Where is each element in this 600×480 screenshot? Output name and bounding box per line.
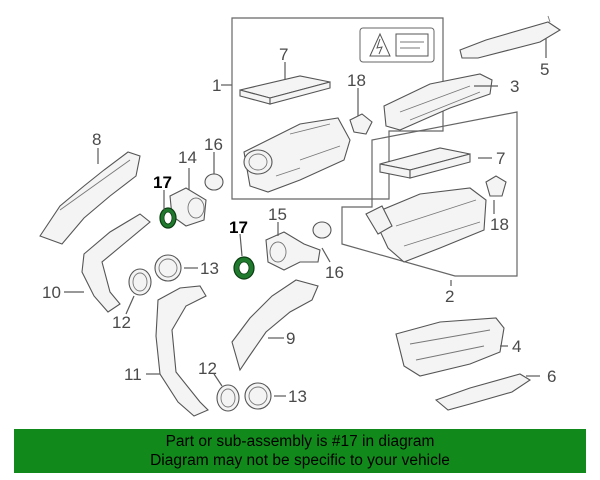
- callout-12-lower: 12: [198, 359, 217, 378]
- assembly-box-1: [231, 17, 444, 200]
- callout-13-upper: 13: [200, 259, 219, 278]
- callout-10: 10: [42, 283, 61, 302]
- callout-16-lower: 16: [325, 263, 344, 282]
- mass-air-flow-sensor-part-15: [265, 231, 321, 271]
- callout-11: 11: [124, 365, 142, 384]
- air-cleaner-housing-part-2: [365, 187, 487, 263]
- banner-line-1: Part or sub-assembly is #17 in diagram: [165, 433, 435, 450]
- duct-part-8: [39, 151, 141, 245]
- callout-6: 6: [547, 367, 556, 386]
- callout-7-lower: 7: [496, 149, 505, 168]
- assembly-box-2: [341, 111, 518, 277]
- lower-shield-part-6: [434, 373, 532, 411]
- callout-2: 2: [445, 287, 454, 306]
- clamp-part-12-lower: [216, 384, 240, 412]
- callout-3: 3: [510, 77, 519, 96]
- info-banner: Part or sub-assembly is #17 in diagram D…: [14, 429, 586, 473]
- callout-4: 4: [512, 337, 521, 356]
- callout-12-upper: 12: [112, 313, 131, 332]
- callout-18-lower: 18: [490, 215, 509, 234]
- hose-part-11: [155, 285, 209, 417]
- intake-shroud-part-4: [395, 317, 505, 377]
- mass-air-flow-sensor-part-14: [169, 187, 207, 227]
- leader-lines: [64, 38, 547, 397]
- callout-9: 9: [286, 329, 295, 348]
- callout-8: 8: [92, 130, 101, 149]
- callout-17-upper: 17: [153, 173, 172, 192]
- callout-7-upper: 7: [279, 45, 288, 64]
- clamp-part-12-upper: [128, 268, 152, 296]
- warning-label-icon: [359, 27, 435, 63]
- air-filter-part-7-lower: [379, 147, 471, 179]
- clamp-part-16-upper: [204, 173, 224, 191]
- callout-1: 1: [212, 76, 221, 95]
- banner-line-2: Diagram may not be specific to your vehi…: [150, 452, 450, 469]
- seal-part-17-highlight-lower: [233, 256, 255, 280]
- sensor-part-18-lower: [485, 175, 507, 197]
- hose-part-10: [81, 213, 151, 313]
- air-filter-part-7: [239, 75, 331, 105]
- sensor-part-18-upper: [349, 113, 373, 135]
- callout-labels: 1 7 18 3 5 7 18 2 4 6 8 10 12 13 14 16 1…: [42, 45, 556, 406]
- seal-part-13-lower: [244, 382, 272, 410]
- callout-13-lower: 13: [288, 387, 307, 406]
- callout-16-upper: 16: [204, 135, 223, 154]
- callout-15: 15: [268, 205, 287, 224]
- air-cleaner-housing-part-1: [243, 117, 351, 193]
- callout-5: 5: [540, 60, 549, 79]
- callout-18-upper: 18: [347, 71, 366, 90]
- cover-part-5: [459, 15, 562, 59]
- callout-14: 14: [178, 148, 197, 167]
- seal-part-13-upper: [154, 254, 182, 282]
- seal-part-17-highlight-upper: [159, 207, 177, 229]
- duct-part-9: [231, 279, 319, 372]
- intake-duct-part-3: [383, 73, 493, 131]
- callout-17-lower: 17: [229, 218, 248, 237]
- clamp-part-16-lower: [312, 221, 332, 239]
